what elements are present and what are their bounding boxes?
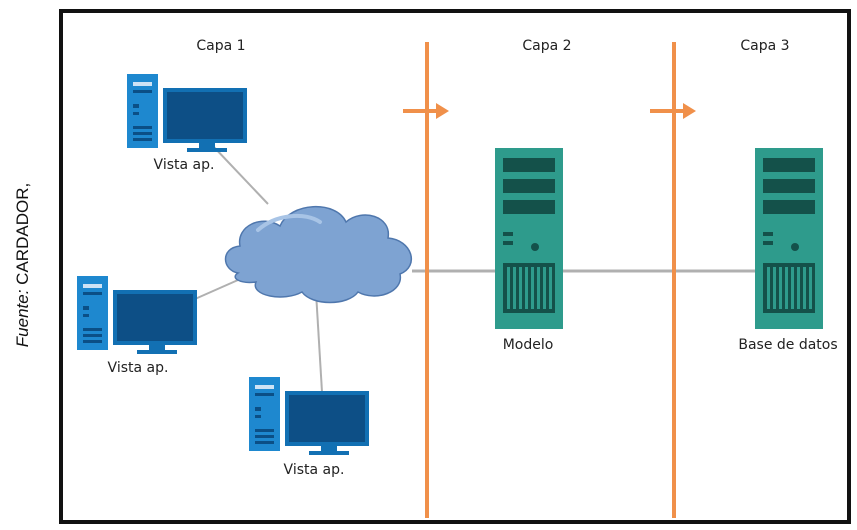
layer-divider-1 bbox=[403, 42, 449, 518]
layer-divider-2 bbox=[650, 42, 696, 518]
link-left-client bbox=[194, 279, 239, 300]
link-top-client bbox=[211, 144, 269, 205]
client-computer-left bbox=[77, 276, 197, 354]
arrow-right-icon bbox=[436, 103, 449, 119]
client-label-top: Vista ap. bbox=[154, 157, 215, 173]
network-cloud bbox=[224, 206, 412, 304]
database-server bbox=[755, 148, 823, 329]
client-label-left: Vista ap. bbox=[108, 360, 169, 376]
arrow-right-icon bbox=[683, 103, 696, 119]
model-server bbox=[495, 148, 563, 329]
layer-2-title: Capa 2 bbox=[522, 38, 571, 54]
database-server-label: Base de datos bbox=[738, 337, 837, 353]
link-bottom-client bbox=[315, 291, 323, 393]
client-computer-top bbox=[127, 74, 247, 152]
layer-1-title: Capa 1 bbox=[196, 38, 245, 54]
model-server-label: Modelo bbox=[503, 337, 554, 353]
client-computer-bottom bbox=[249, 377, 369, 455]
client-label-bottom: Vista ap. bbox=[284, 462, 345, 478]
layer-3-title: Capa 3 bbox=[740, 38, 789, 54]
